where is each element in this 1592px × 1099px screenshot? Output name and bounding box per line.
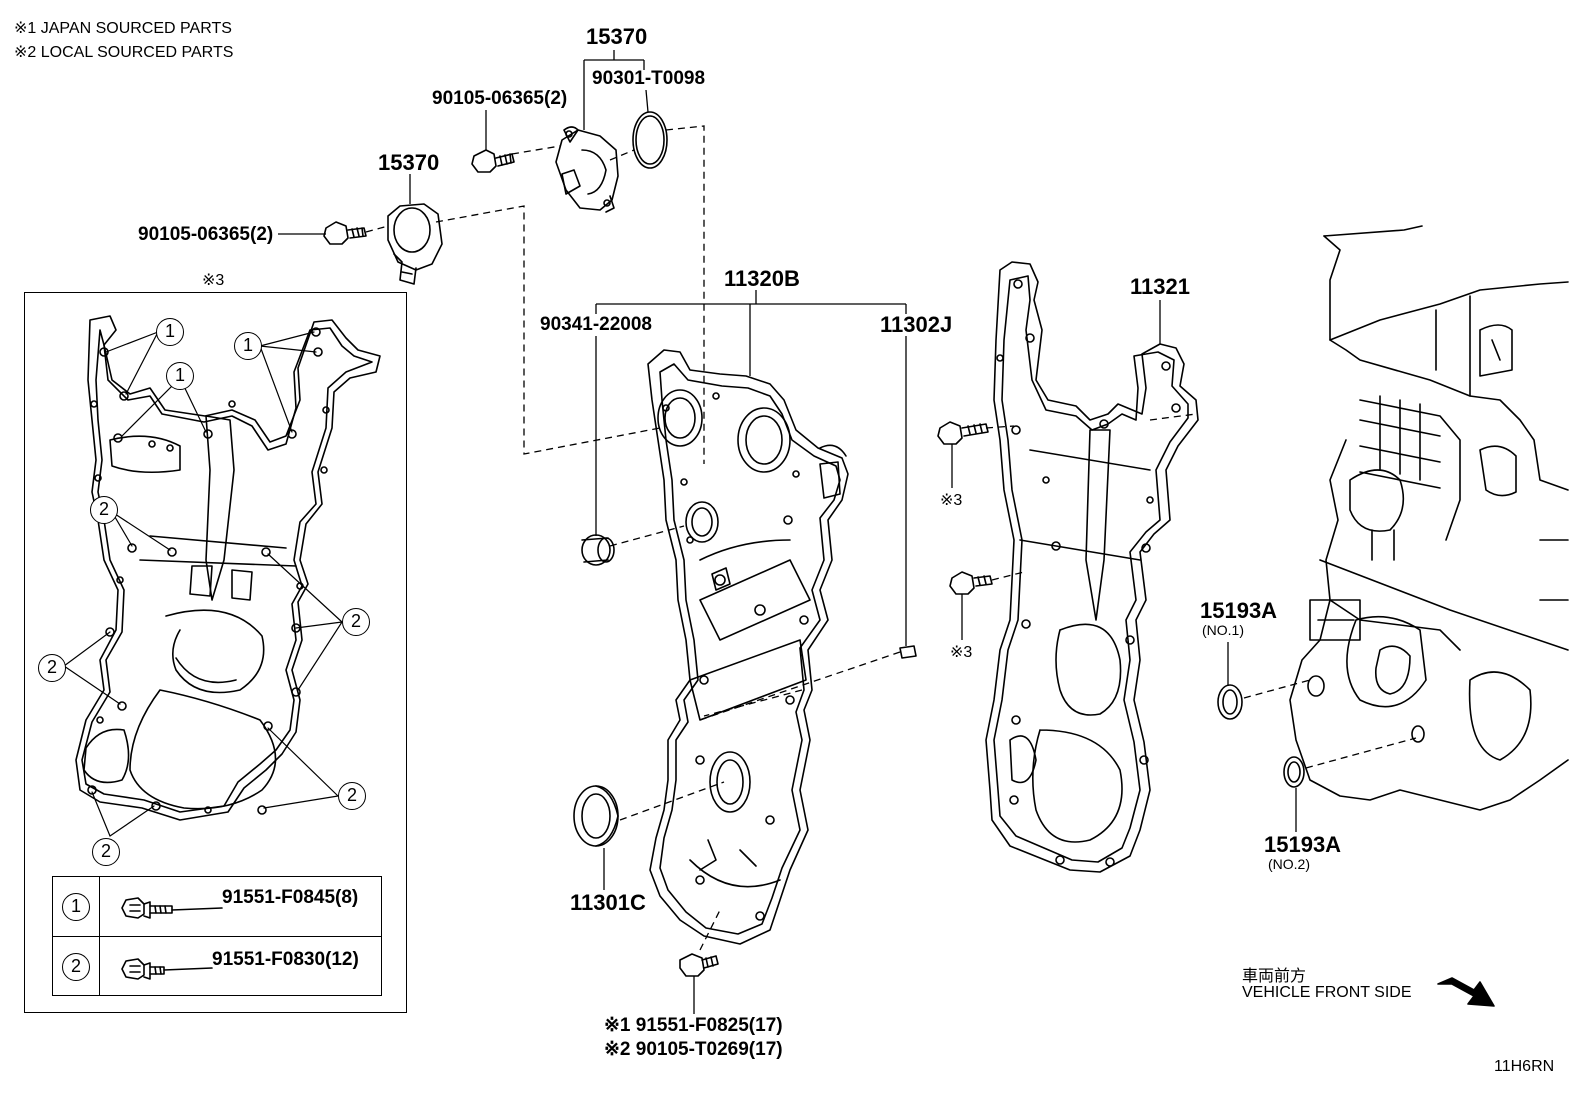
legend-key-2: 2 <box>62 953 90 981</box>
cam-sensor-left-drawing <box>387 203 443 285</box>
inset-frame <box>24 292 407 1013</box>
inset-cover-illustration <box>75 315 381 821</box>
callout-2: 2 <box>38 654 66 682</box>
bolt-left-drawing <box>323 221 367 245</box>
callout-1: 1 <box>234 332 262 360</box>
legend-key-1: 1 <box>62 893 90 921</box>
bolt-top-drawing <box>471 149 515 173</box>
part-90105-06365-left: 90105-06365(2) <box>138 224 274 245</box>
oring-no2-drawing <box>1283 756 1305 788</box>
legend-bolt-1-drawing <box>121 897 223 919</box>
oring-top-drawing <box>632 111 668 169</box>
part-11321: 11321 <box>1130 274 1190 299</box>
part-15193A-no1-sub: (NO.1) <box>1202 622 1244 638</box>
direction-label-jp: 車両前方 <box>1242 968 1307 985</box>
pin-drawing <box>899 645 917 659</box>
note-japan-sourced: ※1 JAPAN SOURCED PARTS <box>14 20 232 37</box>
callout-1: 1 <box>156 318 184 346</box>
gasket-bolt-upper-drawing <box>937 421 989 445</box>
gasket-bolt-mark-lower: ※3 <box>950 644 973 661</box>
part-15193A-no2: 15193A <box>1264 832 1342 857</box>
legend-part-1: 91551-F0845(8) <box>222 887 359 908</box>
gasket-11321-drawing <box>985 261 1199 873</box>
part-15370-top: 15370 <box>586 24 648 49</box>
front-direction-arrow <box>1437 977 1495 1007</box>
engine-block-drawing <box>1289 225 1569 811</box>
figure-code: 11H6RN <box>1494 1058 1555 1075</box>
callout-2: 2 <box>338 782 366 810</box>
callout-2: 2 <box>90 496 118 524</box>
inset-leader-lines <box>63 331 343 837</box>
part-15193A-no1: 15193A <box>1200 598 1278 623</box>
note-local-sourced: ※2 LOCAL SOURCED PARTS <box>14 44 234 61</box>
part-90105-T0269: ※2 90105-T0269(17) <box>604 1039 783 1060</box>
legend-part-2: 91551-F0830(12) <box>212 949 359 970</box>
part-15370-left: 15370 <box>378 150 440 175</box>
part-90301-T0098: 90301-T0098 <box>592 68 706 89</box>
bolt-bottom-drawing <box>679 953 719 977</box>
gasket-bolt-lower-drawing <box>949 571 993 595</box>
part-15193A-no2-sub: (NO.2) <box>1268 856 1310 872</box>
callout-2: 2 <box>92 838 120 866</box>
callout-2: 2 <box>342 608 370 636</box>
cam-sensor-top-drawing <box>555 126 619 213</box>
part-11301C: 11301C <box>570 890 646 915</box>
part-90341-22008: 90341-22008 <box>540 314 652 335</box>
direction-label-en: VEHICLE FRONT SIDE <box>1242 984 1412 1001</box>
dashed-assembly-lines <box>365 125 1417 951</box>
inset-bolt-holes <box>87 327 330 815</box>
legend-bolt-2-drawing <box>121 958 213 980</box>
part-90105-06365-top: 90105-06365(2) <box>432 88 568 109</box>
inset-mark: ※3 <box>202 272 225 289</box>
oring-no1-drawing <box>1217 684 1243 720</box>
part-11320B: 11320B <box>724 266 800 291</box>
gasket-bolt-mark-upper: ※3 <box>940 492 963 509</box>
leader-lines <box>278 50 1297 1014</box>
plug-drawing <box>581 534 615 566</box>
part-11302J: 11302J <box>880 312 953 337</box>
timing-cover-drawing <box>647 349 849 945</box>
callout-1: 1 <box>166 362 194 390</box>
oil-seal-drawing <box>573 785 619 847</box>
part-91551-F0825: ※1 91551-F0825(17) <box>604 1015 783 1036</box>
legend-row-divider <box>52 936 382 937</box>
